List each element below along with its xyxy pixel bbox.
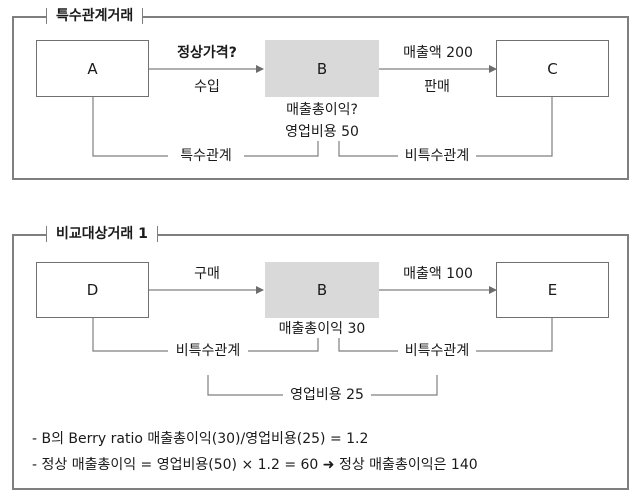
node-e: E — [496, 262, 609, 318]
label-purchase: 구매 — [194, 266, 220, 282]
label-non-special-relation-right: 비특수관계 — [404, 343, 470, 359]
note-berry-ratio: - B의 Berry ratio 매출총이익(30)/영업비용(25) = 1.… — [32, 431, 369, 447]
panel-special-transaction-title: 특수관계거래 — [46, 6, 144, 26]
label-sales-200: 매출액 200 — [403, 45, 473, 61]
link-b-c-nonspecial-right — [476, 97, 553, 157]
label-operating-cost-25: 영업비용 25 — [290, 387, 364, 403]
node-b: B — [265, 40, 379, 97]
panel-special-transaction — [12, 16, 629, 180]
note-normal-gross-profit: - 정상 매출총이익 = 영업비용(50) × 1.2 = 60 ➜ 정상 매출… — [32, 457, 478, 473]
label-b-gross-profit: 매출총이익? — [286, 102, 358, 118]
link-d-b-left — [92, 318, 168, 352]
operating-cost-bracket-left — [207, 375, 283, 396]
panel-comparable-transaction-title: 비교대상거래 1 — [46, 224, 158, 244]
label-b-gross-profit-30: 매출총이익 30 — [278, 321, 366, 337]
label-non-special-relation-left: 비특수관계 — [175, 343, 241, 359]
label-import: 수입 — [194, 79, 220, 95]
link-a-b-special-right — [244, 141, 319, 157]
node-c: C — [496, 40, 609, 97]
label-arm-length-price: 정상가격? — [177, 45, 237, 61]
panel-comparable-transaction — [12, 234, 629, 490]
label-b-operating-cost: 영업비용 50 — [285, 124, 359, 140]
link-a-b-special — [92, 97, 168, 157]
label-sale: 판매 — [424, 79, 450, 95]
label-special-relation: 특수관계 — [180, 148, 232, 164]
link-d-b-right — [248, 338, 319, 352]
node-b-comparable: B — [265, 262, 379, 318]
node-d: D — [36, 262, 149, 318]
link-b-e-right — [476, 318, 553, 352]
link-b-e-left — [338, 338, 398, 352]
label-sales-100: 매출액 100 — [403, 266, 473, 282]
node-a: A — [36, 40, 149, 97]
label-non-special-relation: 비특수관계 — [404, 148, 470, 164]
operating-cost-bracket-right — [371, 375, 438, 396]
link-b-c-nonspecial-left — [338, 141, 398, 157]
